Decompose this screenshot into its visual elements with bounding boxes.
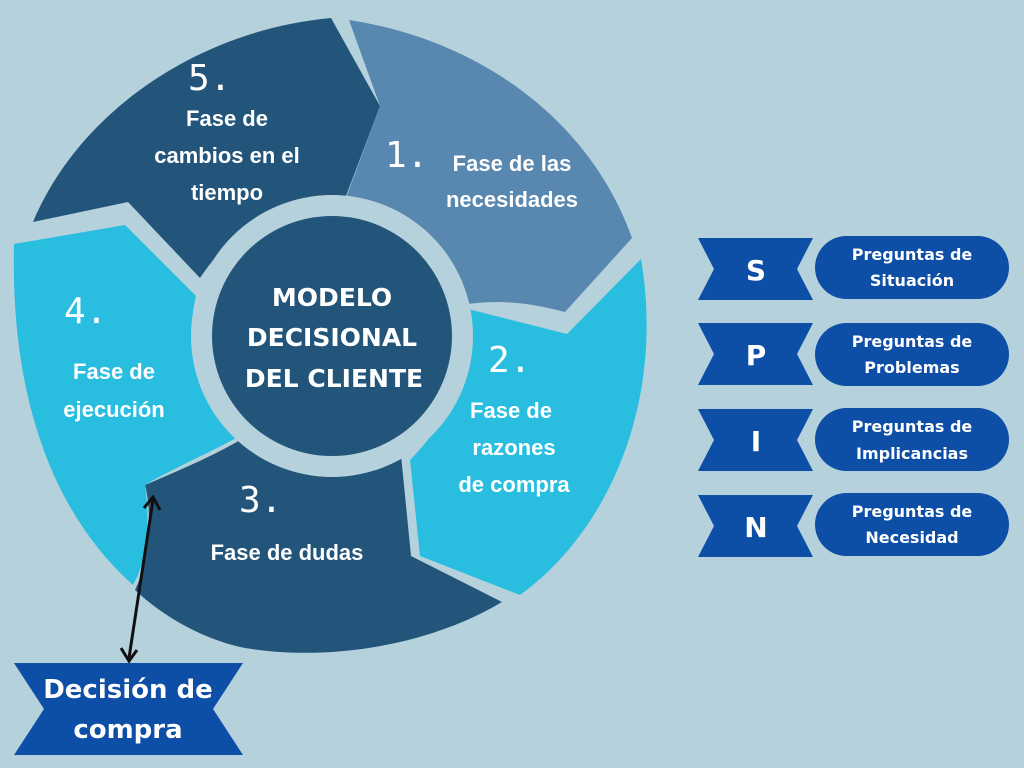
spin-pill-n-line-1: Preguntas de (852, 502, 973, 521)
spin-pill-n (815, 493, 1009, 556)
phase-5-label-line-2: cambios en el (154, 143, 300, 168)
spin-pill-p (815, 323, 1009, 386)
spin-pill-p-line-1: Preguntas de (852, 332, 973, 351)
spin-row-i: I Preguntas de Implicancias (698, 408, 1009, 471)
spin-letter-i: I (751, 425, 761, 458)
segment-phase-4 (13, 225, 238, 585)
phase-1-number: 1. (385, 135, 428, 176)
phase-1-label-line-2: necesidades (446, 187, 578, 212)
spin-pill-n-line-2: Necesidad (865, 528, 958, 547)
hub-title-line-2: DECISIONAL (247, 323, 417, 352)
spin-letter-banner-s (698, 238, 813, 300)
spin-letter-banner-i (698, 409, 813, 471)
decision-arrowhead-top (142, 494, 162, 511)
spin-pill-i (815, 408, 1009, 471)
spin-letter-banner-n (698, 495, 813, 557)
spin-pill-s-line-2: Situación (870, 271, 954, 290)
hub-title-line-3: DEL CLIENTE (245, 364, 423, 393)
spin-letter-n: N (744, 511, 767, 544)
phase-4-number: 4. (64, 291, 107, 332)
spin-pill-i-line-1: Preguntas de (852, 417, 973, 436)
phase-1-label-line-1: Fase de las (453, 151, 572, 176)
spin-pill-i-line-2: Implicancias (856, 444, 968, 463)
phase-2-number: 2. (488, 340, 531, 381)
phase-4-label-line-1: Fase de (73, 359, 155, 384)
spin-row-n: N Preguntas de Necesidad (698, 493, 1009, 557)
decision-arrowhead-bottom (119, 647, 139, 664)
phase-2-label-line-3: de compra (458, 472, 570, 497)
decision-line-1: Decisión de (43, 675, 213, 705)
phase-2-label-line-2: razones (472, 435, 555, 460)
phase-3-label-line-1: Fase de dudas (211, 540, 364, 565)
spin-row-s: S Preguntas de Situación (698, 236, 1009, 300)
decision-arrow (127, 499, 155, 659)
decision-banner (14, 663, 243, 755)
phase-4-label-line-2: ejecución (63, 397, 164, 422)
segment-phase-3 (135, 440, 502, 653)
spin-pill-s (815, 236, 1009, 299)
segment-phase-5 (33, 18, 380, 278)
phase-3-number: 3. (239, 480, 282, 521)
phase-5-label-line-3: tiempo (191, 180, 263, 205)
phase-2-label-line-1: Fase de (470, 398, 552, 423)
spin-letter-banner-p (698, 323, 813, 385)
hub-title-line-1: MODELO (272, 283, 392, 312)
spin-row-p: P Preguntas de Problemas (698, 323, 1009, 386)
phase-5-label-line-1: Fase de (186, 106, 268, 131)
phase-5-number: 5. (188, 58, 231, 99)
spin-pill-s-line-1: Preguntas de (852, 245, 973, 264)
hub-circle (212, 216, 452, 456)
spin-letter-p: P (746, 339, 767, 372)
spin-pill-p-line-2: Problemas (864, 358, 959, 377)
decision-line-2: compra (73, 715, 182, 745)
spin-letter-s: S (746, 254, 766, 287)
